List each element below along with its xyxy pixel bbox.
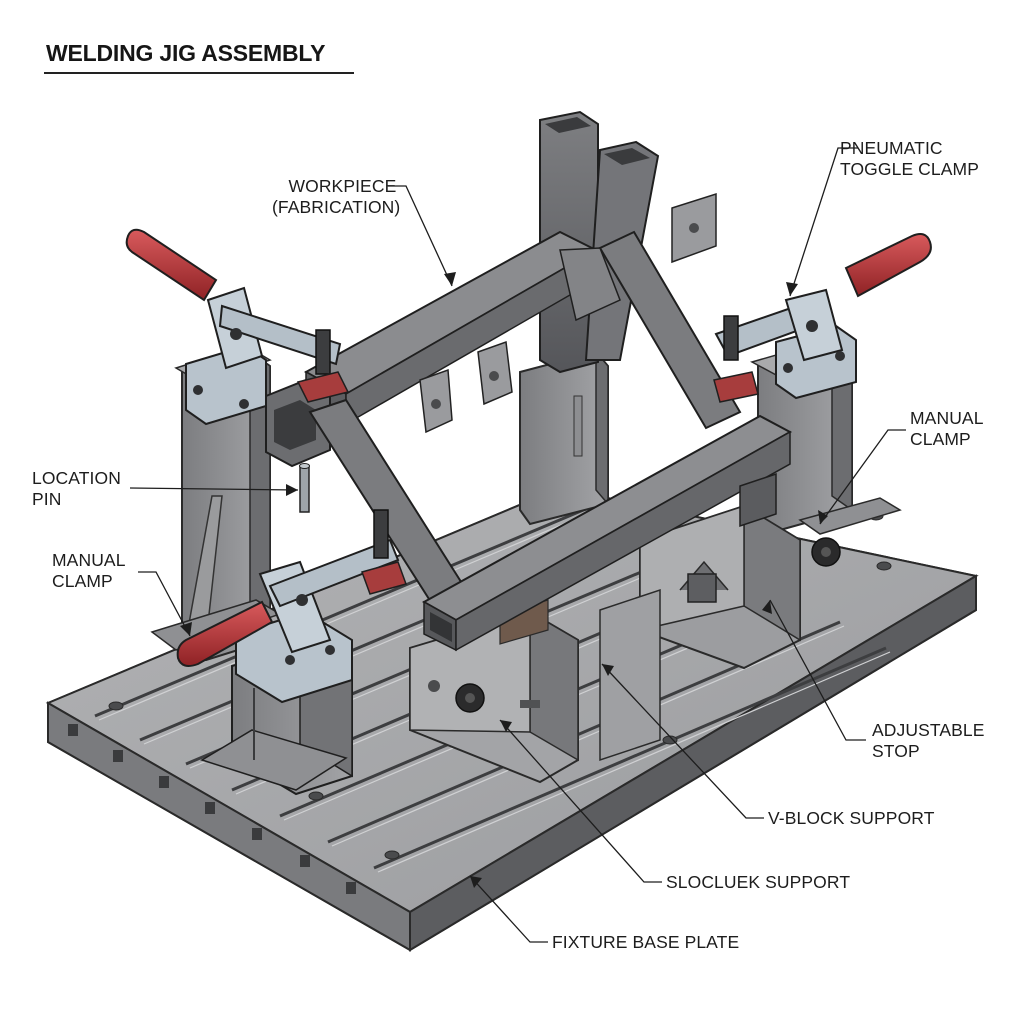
label-pneumatic-line2: TOGGLE CLAMP xyxy=(840,159,979,179)
label-manual-left-line2: CLAMP xyxy=(52,571,113,591)
label-workpiece: WORKPIECE (FABRICATION) xyxy=(272,176,400,218)
label-manual-clamp-left: MANUAL CLAMP xyxy=(52,550,126,592)
title-underline xyxy=(44,72,354,74)
label-slocluek-support: SLOCLUEK SUPPORT xyxy=(666,872,851,892)
label-v-block-support: V-BLOCK SUPPORT xyxy=(768,808,935,828)
label-workpiece-line1: WORKPIECE xyxy=(288,176,397,196)
label-workpiece-line2: (FABRICATION) xyxy=(272,197,401,217)
toggle-clamp-rear-right xyxy=(713,233,932,403)
label-fixture-base-plate: FIXTURE BASE PLATE xyxy=(552,932,740,952)
label-pneumatic-toggle-clamp: PNEUMATIC TOGGLE CLAMP xyxy=(840,138,979,180)
label-location-line2: PIN xyxy=(32,489,62,509)
label-adjustable-line1: ADJUSTABLE xyxy=(872,720,985,740)
label-manual-right-line2: CLAMP xyxy=(910,429,971,449)
diagram-title: WELDING JIG ASSEMBLY xyxy=(46,40,326,66)
label-location-line1: LOCATION xyxy=(32,468,121,488)
location-pin xyxy=(299,463,310,513)
toggle-clamp-rear-left xyxy=(125,228,350,426)
adjustable-stop-block xyxy=(639,504,841,670)
label-pneumatic-line1: PNEUMATIC xyxy=(840,138,943,158)
label-adjustable-stop: ADJUSTABLE STOP xyxy=(872,720,985,762)
label-manual-clamp-right: MANUAL CLAMP xyxy=(910,408,984,450)
label-manual-left-line1: MANUAL xyxy=(52,550,126,570)
label-location-pin: LOCATION PIN xyxy=(32,468,121,510)
front-left-clamp-post xyxy=(176,509,407,796)
label-adjustable-line2: STOP xyxy=(872,741,920,761)
label-manual-right-line1: MANUAL xyxy=(910,408,984,428)
leader-lines xyxy=(129,147,906,943)
rear-support-post xyxy=(519,349,609,526)
